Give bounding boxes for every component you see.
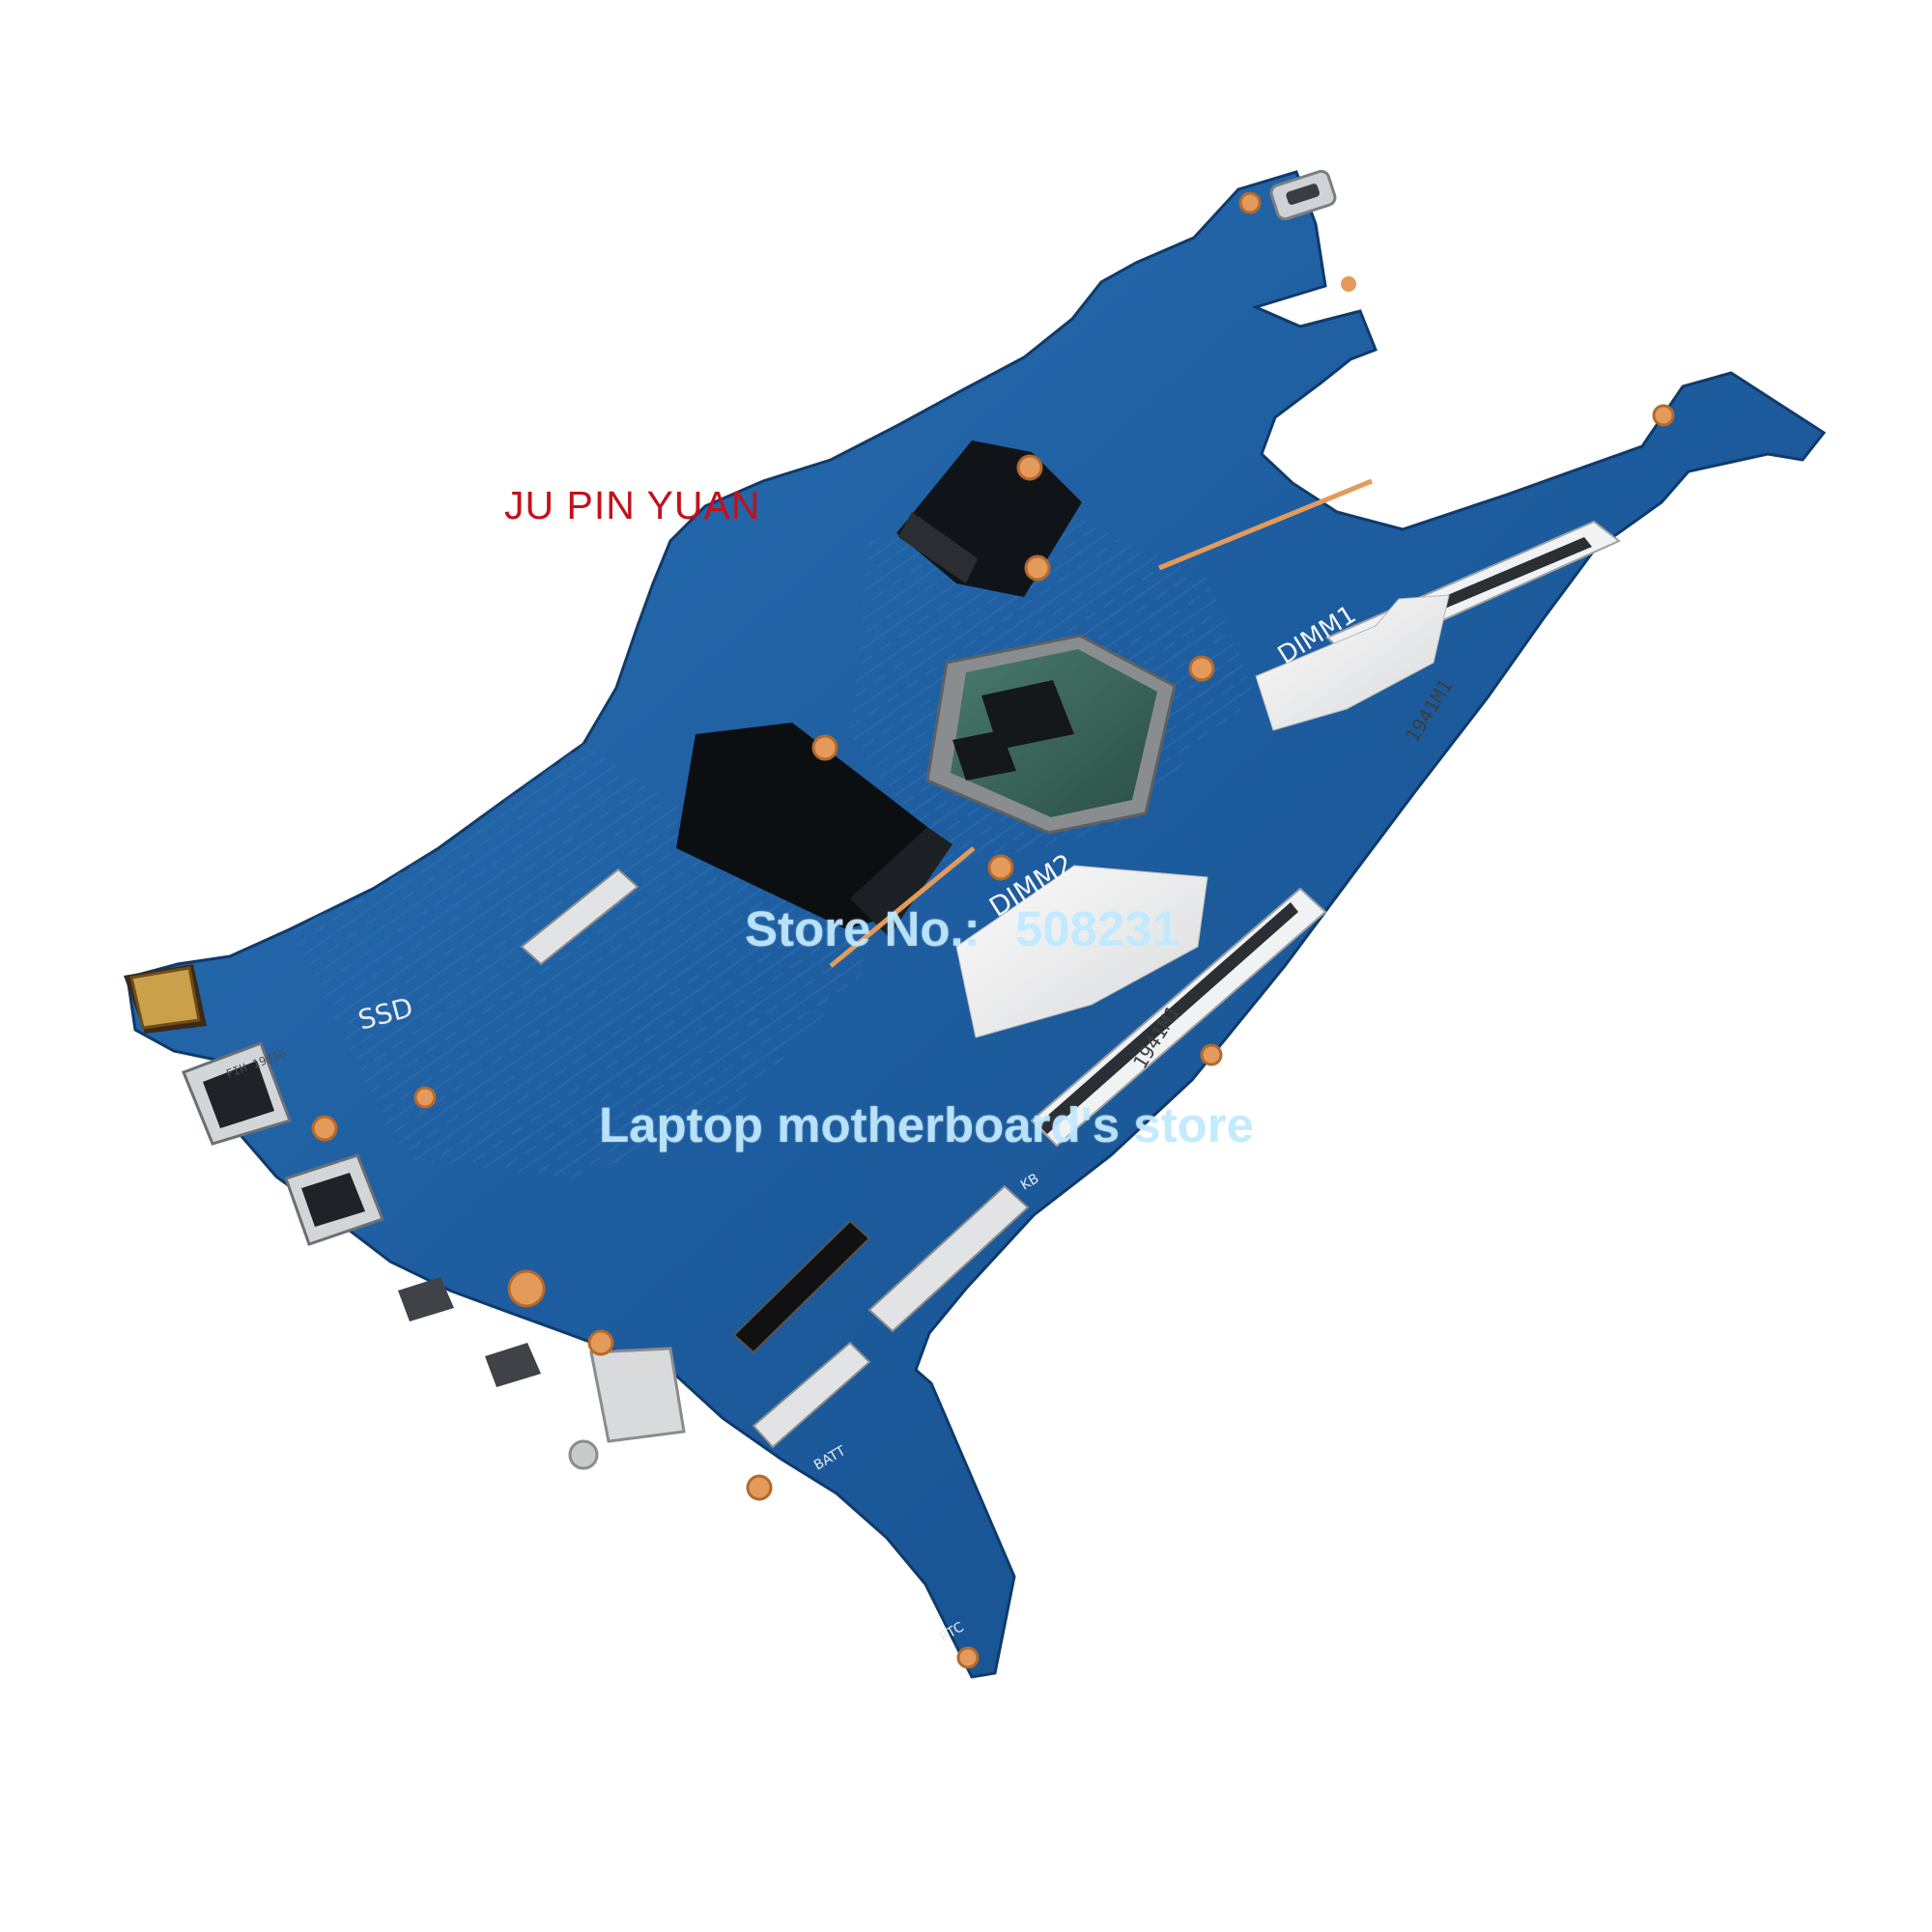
mount-hole bbox=[1188, 655, 1215, 682]
pcb-body bbox=[126, 170, 1827, 1679]
audio-jack[interactable] bbox=[568, 1347, 686, 1470]
ssd-shield bbox=[676, 723, 952, 937]
mount-hole bbox=[987, 854, 1014, 881]
usb-c-port-side[interactable] bbox=[398, 1277, 454, 1321]
store-label: Store No.: bbox=[745, 901, 980, 956]
dimm2-shield bbox=[955, 865, 1208, 1038]
usb-c-port[interactable] bbox=[1269, 169, 1337, 221]
keyboard-connector[interactable] bbox=[867, 1184, 1030, 1333]
dimm-edge-strip bbox=[829, 846, 976, 968]
mount-hole bbox=[811, 734, 838, 761]
mount-hole bbox=[1238, 191, 1262, 214]
store-caption-watermark: Laptop motherboard's store bbox=[599, 1097, 1255, 1152]
mount-hole bbox=[1200, 1043, 1223, 1066]
mount-holes bbox=[311, 404, 1675, 1669]
store-number: 508231 bbox=[1014, 901, 1180, 956]
power-jack[interactable] bbox=[124, 964, 207, 1034]
dimm1-shield bbox=[1255, 594, 1450, 731]
usb-c-port-side[interactable] bbox=[485, 1343, 541, 1387]
mount-hole bbox=[956, 1646, 980, 1669]
cpu-die bbox=[981, 680, 1074, 750]
mount-hole bbox=[1652, 404, 1675, 427]
cpu-package bbox=[925, 634, 1177, 835]
brand-watermark: JU PIN YUAN bbox=[504, 483, 761, 527]
mount-hole bbox=[311, 1115, 338, 1142]
battery-connector[interactable] bbox=[752, 1341, 871, 1449]
mount-hole bbox=[1024, 554, 1051, 582]
usb-a-port[interactable] bbox=[182, 1041, 292, 1146]
display-connector[interactable] bbox=[520, 867, 639, 966]
mount-hole bbox=[507, 1269, 546, 1308]
mount-hole bbox=[746, 1474, 773, 1501]
mount-hole bbox=[587, 1329, 614, 1356]
mount-hole bbox=[1016, 454, 1043, 481]
dimm2-socket[interactable] bbox=[1030, 887, 1327, 1148]
m2-ssd-slot[interactable] bbox=[732, 1219, 871, 1354]
pch-die bbox=[952, 730, 1016, 781]
dimm-edge-strip bbox=[1158, 478, 1373, 571]
hdmi-port[interactable] bbox=[284, 1153, 384, 1246]
store-number-watermark: Store No.: 508231 bbox=[745, 900, 1179, 957]
mount-hole bbox=[1341, 276, 1356, 292]
mount-hole bbox=[413, 1086, 437, 1109]
